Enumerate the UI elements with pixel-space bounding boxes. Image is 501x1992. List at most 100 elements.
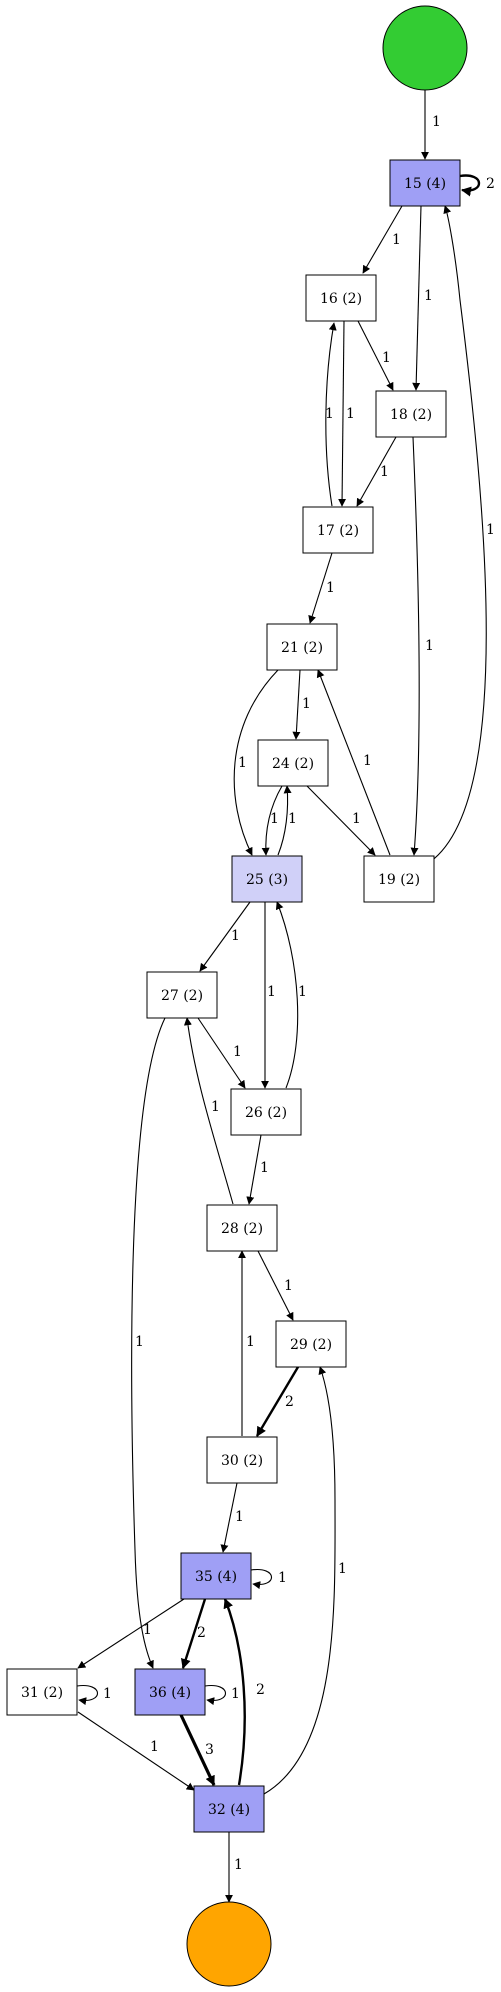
edge-label: 1	[424, 288, 433, 304]
node-box	[206, 1204, 278, 1252]
edge-label: 1	[425, 638, 434, 654]
node-box	[305, 274, 377, 322]
edge-line	[308, 552, 333, 624]
edge-n30-to-n28: 1	[238, 1250, 255, 1436]
edge-n36-to-n32: 3	[179, 1714, 216, 1786]
edge-n24-to-n19: 1	[306, 785, 376, 856]
node-n31[interactable]: 31 (2)	[6, 1668, 78, 1716]
node-n26[interactable]: 26 (2)	[230, 1088, 302, 1136]
node-n30[interactable]: 30 (2)	[206, 1436, 278, 1484]
edge-label: 1	[211, 1099, 220, 1115]
edge-label: 1	[486, 522, 495, 538]
edge-label: 1	[238, 755, 247, 771]
edge-n16-to-n17: 1	[338, 320, 355, 507]
edge-n15-to-n18: 1	[412, 205, 433, 391]
node-n15[interactable]: 15 (4)	[389, 159, 461, 207]
edge-n17-to-n16: 1	[325, 322, 337, 507]
node-label: 31 (2)	[21, 1685, 63, 1701]
edge-label: 1	[231, 1686, 240, 1702]
node-n21[interactable]: 21 (2)	[266, 623, 338, 671]
node-box	[230, 1088, 302, 1136]
edge-line	[250, 1569, 272, 1590]
node-box	[266, 623, 338, 671]
edge-n19-to-n15: 1	[429, 205, 495, 863]
edge-label: 2	[285, 1394, 294, 1410]
node-n25[interactable]: 25 (3)	[231, 855, 303, 903]
node-label: 32 (4)	[208, 1802, 250, 1818]
edge-n28-to-n29: 1	[257, 1250, 294, 1321]
node-label: 27 (2)	[161, 988, 203, 1004]
node-n32[interactable]: 32 (4)	[193, 1785, 265, 1833]
edge-n32-to-n29: 1	[263, 1366, 347, 1795]
node-n17[interactable]: 17 (2)	[302, 506, 374, 554]
node-n19[interactable]: 19 (2)	[363, 855, 435, 903]
edge-n32-to-n35: 2	[223, 1598, 265, 1786]
edge-n35-to-n36: 2	[180, 1598, 207, 1669]
edge-line	[292, 669, 301, 740]
edge-n21-to-n25: 1	[233, 669, 279, 856]
edge-label: 1	[298, 984, 307, 1000]
edge-line	[131, 1017, 166, 1669]
edge-line	[357, 320, 394, 391]
node-n35[interactable]: 35 (4)	[180, 1552, 252, 1600]
edge-label: 2	[197, 1625, 206, 1641]
node-box	[231, 855, 303, 903]
edge-line	[180, 1598, 207, 1669]
edge-label: 1	[352, 811, 361, 827]
node-box	[193, 1785, 265, 1833]
edge-line	[429, 205, 487, 863]
node-label: 28 (2)	[221, 1221, 263, 1237]
edge-label: 1	[103, 1686, 112, 1702]
node-n36[interactable]: 36 (4)	[134, 1668, 206, 1716]
edge-label: 1	[380, 464, 389, 480]
edge-n27-to-n26: 1	[197, 1017, 246, 1089]
end-node[interactable]	[186, 1901, 272, 1987]
node-box	[389, 159, 461, 207]
edge-line	[77, 1598, 185, 1669]
node-box	[206, 1436, 278, 1484]
edge-n19-to-n21: 1	[316, 669, 391, 856]
edge-line	[233, 669, 279, 856]
edge-label: 1	[346, 406, 355, 422]
edge-label: 1	[278, 1570, 287, 1586]
node-n18[interactable]: 18 (2)	[375, 390, 447, 438]
node-label: 17 (2)	[317, 523, 359, 539]
edge-label: 1	[302, 696, 311, 712]
edge-label: 1	[143, 1622, 152, 1638]
node-box	[146, 971, 218, 1019]
edge-n27-to-n36: 1	[131, 1017, 166, 1669]
node-n27[interactable]: 27 (2)	[146, 971, 218, 1019]
edge-line	[179, 1714, 216, 1786]
edge-line	[338, 320, 347, 507]
node-label: 25 (3)	[246, 872, 288, 888]
node-n29[interactable]: 29 (2)	[275, 1320, 347, 1368]
node-n24[interactable]: 24 (2)	[257, 739, 329, 787]
edge-line	[275, 901, 299, 1089]
edge-line	[325, 322, 337, 507]
edge-label: 2	[486, 176, 495, 192]
edge-n26-to-n25: 1	[275, 901, 307, 1089]
start-node[interactable]	[382, 5, 468, 91]
node-label: 15 (4)	[404, 176, 446, 192]
edge-n26-to-n28: 1	[246, 1134, 269, 1205]
edge-line	[255, 1366, 300, 1437]
node-box	[257, 739, 329, 787]
edge-line	[356, 436, 397, 507]
edge-n24-to-n25: 1	[261, 785, 283, 856]
edge-line	[263, 1366, 336, 1795]
edge-n31-to-n31: 1	[76, 1685, 112, 1706]
node-box	[180, 1552, 252, 1600]
node-label: 26 (2)	[245, 1105, 287, 1121]
edge-line	[316, 669, 391, 856]
node-label: 36 (4)	[149, 1685, 191, 1701]
node-n16[interactable]: 16 (2)	[305, 274, 377, 322]
node-box	[275, 1320, 347, 1368]
edge-line	[197, 1017, 246, 1089]
edge-line	[246, 1134, 262, 1205]
edge-line	[77, 1711, 195, 1791]
node-n28[interactable]: 28 (2)	[206, 1204, 278, 1252]
node-label: 30 (2)	[221, 1453, 263, 1469]
edge-line	[223, 1598, 246, 1786]
edge-n17-to-n21: 1	[308, 552, 335, 624]
